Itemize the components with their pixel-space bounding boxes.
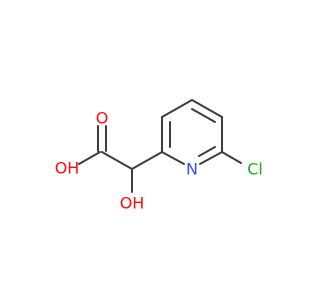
bond-c6-cl <box>221 151 242 164</box>
atom-cl: Cl <box>247 160 263 179</box>
atom-oh-alpha: OH <box>120 194 145 213</box>
bond-ring-c3-c4 <box>161 99 193 118</box>
atom-oh-acid: OH <box>55 159 80 178</box>
bond-ring-n-c2 <box>161 151 185 165</box>
bonds <box>78 99 242 193</box>
structure-canvas: O OH OH N Cl <box>54 99 263 213</box>
atom-o-carbonyl: O <box>96 109 109 128</box>
atom-n-ring: N <box>186 160 198 179</box>
bond-carboxyl-c-alpha-c <box>101 151 133 170</box>
atom-labels: O OH OH N Cl <box>55 109 263 213</box>
bond-alpha-c-ring <box>131 151 163 170</box>
bond-ring-c4-c5 <box>191 99 223 118</box>
bond-ring-c6-n <box>199 151 223 165</box>
bond-ring-c4-c5-inner <box>191 108 216 123</box>
molecule-drawing: O OH OH N Cl <box>55 99 263 213</box>
bond-carboxyl-c-oh <box>78 151 101 165</box>
bond-ring-c6-n-inner <box>198 146 216 157</box>
